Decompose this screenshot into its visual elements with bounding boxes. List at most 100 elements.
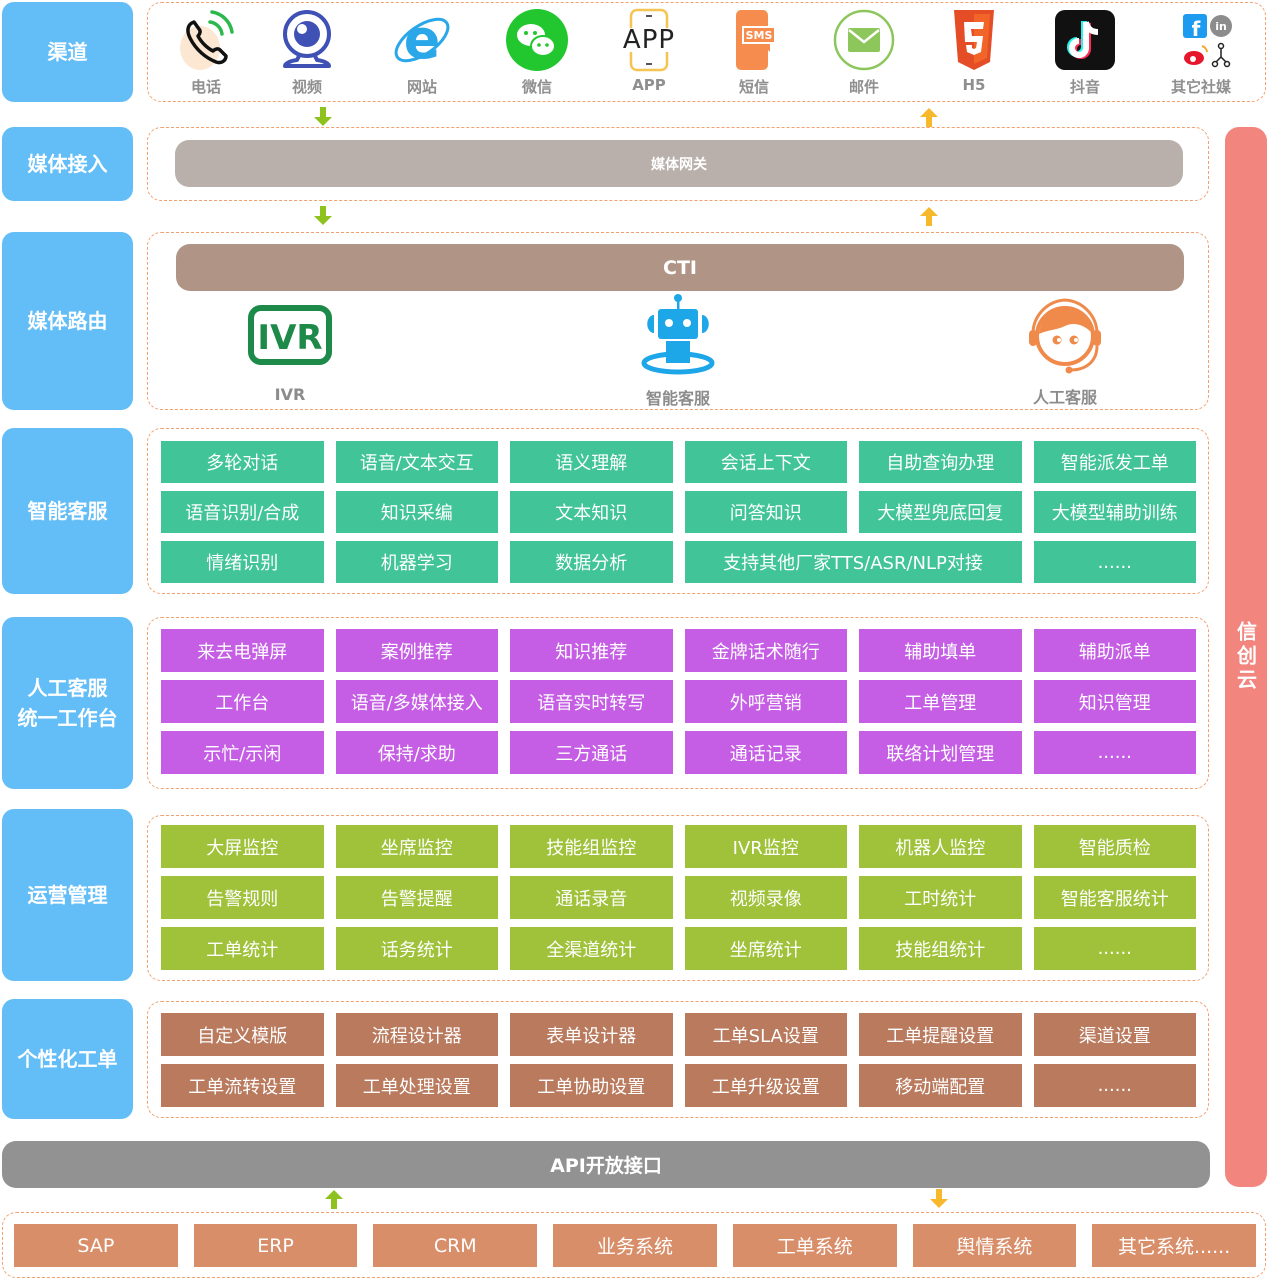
feature-cell: 保持/求助 (335, 731, 498, 774)
external-system-cell: 舆情系统 (912, 1224, 1077, 1267)
feature-cell: 工单提醒设置 (859, 1013, 1022, 1056)
feature-cell: 告警规则 (161, 876, 324, 919)
layer-label-media-routing: 媒体路由 (2, 232, 133, 410)
html5-icon (942, 8, 1006, 72)
channel-sms[interactable]: SMS 短信 (709, 8, 799, 100)
feature-cell: 数据分析 (510, 541, 673, 583)
channel-website[interactable]: e 网站 (377, 8, 467, 100)
sms-icon: SMS (722, 8, 786, 72)
channel-phone[interactable]: 电话 (161, 8, 251, 100)
channel-douyin[interactable]: 抖音 (1040, 8, 1130, 100)
svg-text:e: e (404, 8, 441, 71)
feature-cell: 工单SLA设置 (684, 1013, 847, 1056)
cti-bar: CTI (176, 244, 1184, 291)
app-icon-text: APP (622, 25, 676, 55)
layer-label-agent-workbench: 人工客服 统一工作台 (2, 617, 133, 789)
external-system-cell: 业务系统 (553, 1224, 717, 1267)
feature-cell-more: ...... (1033, 541, 1196, 583)
feature-cell-more: ...... (1033, 1064, 1196, 1107)
feature-cell: 工单升级设置 (684, 1064, 847, 1107)
feature-cell: 大模型辅助训练 (1033, 491, 1196, 533)
feature-cell: 语音/文本交互 (335, 441, 498, 483)
arrow-up-icon (325, 1190, 343, 1209)
feature-cell: 支持其他厂家TTS/ASR/NLP对接 (684, 541, 1022, 583)
custom-ticket-grid: 自定义模版 流程设计器 表单设计器 工单SLA设置 工单提醒设置 渠道设置 工单… (161, 1013, 1196, 1107)
feature-cell: 文本知识 (510, 491, 673, 533)
feature-cell: 智能派发工单 (1033, 441, 1196, 483)
feature-cell: 辅助填单 (859, 629, 1022, 672)
feature-cell: 通话记录 (684, 731, 847, 774)
routing-label: 智能客服 (645, 389, 710, 408)
feature-cell: 问答知识 (684, 491, 847, 533)
external-system-cell: ERP (193, 1224, 358, 1267)
feature-cell: 工作台 (161, 680, 324, 723)
feature-cell: 外呼营销 (684, 680, 847, 723)
feature-cell: 机器人监控 (859, 825, 1022, 868)
feature-cell: 联络计划管理 (859, 731, 1022, 774)
feature-cell: 流程设计器 (335, 1013, 498, 1056)
feature-cell-more: ...... (1033, 927, 1196, 970)
mail-icon (832, 8, 896, 72)
channel-container (147, 2, 1266, 102)
robot-icon (641, 294, 715, 375)
layer-label-channel: 渠道 (2, 2, 133, 102)
layer-label-operations: 运营管理 (2, 809, 133, 981)
svg-text:IVR: IVR (257, 318, 322, 358)
media-gateway-bar: 媒体网关 (175, 140, 1183, 187)
routing-smart-service[interactable]: 智能客服 (628, 293, 728, 409)
channel-label: 其它社媒 (1170, 78, 1231, 96)
external-systems-row: SAP ERP CRM 业务系统 工单系统 舆情系统 其它系统...... (14, 1224, 1256, 1267)
feature-cell: 工单流转设置 (161, 1064, 324, 1107)
feature-cell: 语音/多媒体接入 (335, 680, 498, 723)
channel-video[interactable]: 视频 (262, 8, 352, 100)
arrow-down-icon (930, 1189, 948, 1208)
feature-cell: 技能组统计 (859, 927, 1022, 970)
api-bar: API开放接口 (2, 1141, 1210, 1188)
sms-icon-text: SMS (745, 28, 773, 42)
channel-label: 电话 (190, 78, 221, 96)
feature-cell: 辅助派单 (1033, 629, 1196, 672)
feature-cell: 智能客服统计 (1033, 876, 1196, 919)
routing-label: 人工客服 (1032, 388, 1097, 407)
feature-cell: 自助查询办理 (859, 441, 1022, 483)
channel-email[interactable]: 邮件 (819, 8, 909, 100)
channel-other-social[interactable]: f in 其它社媒 (1156, 8, 1246, 100)
channel-wechat[interactable]: 微信 (492, 8, 582, 100)
feature-cell: 多轮对话 (161, 441, 324, 483)
channel-label: 网站 (406, 78, 437, 96)
feature-cell: 示忙/示闲 (161, 731, 324, 774)
agent-headset-icon (1029, 298, 1101, 374)
feature-cell: 案例推荐 (335, 629, 498, 672)
feature-cell: 三方通话 (510, 731, 673, 774)
feature-cell: 金牌话术随行 (684, 629, 847, 672)
feature-cell: 情绪识别 (161, 541, 324, 583)
feature-cell: 视频录像 (684, 876, 847, 919)
app-icon: APP (617, 8, 681, 72)
wechat-icon (505, 8, 569, 72)
external-system-cell: 其它系统...... (1092, 1224, 1256, 1267)
smart-service-container (147, 428, 1209, 594)
routing-ivr[interactable]: IVR IVR (245, 305, 335, 404)
arrow-up-icon (920, 108, 938, 127)
feature-cell: 工单处理设置 (335, 1064, 498, 1107)
channel-app[interactable]: APP APP (604, 8, 694, 100)
external-system-cell: 工单系统 (732, 1224, 897, 1267)
operations-container (147, 815, 1209, 981)
svg-text:f: f (1192, 17, 1201, 41)
feature-cell: 通话录音 (510, 876, 673, 919)
routing-human-agent[interactable]: 人工客服 (1015, 296, 1115, 408)
feature-cell: 工单协助设置 (510, 1064, 673, 1107)
external-system-cell: CRM (373, 1224, 538, 1267)
feature-cell: 自定义模版 (161, 1013, 324, 1056)
channel-label: APP (632, 76, 666, 94)
svg-text:in: in (1215, 20, 1227, 33)
feature-cell: 工单管理 (859, 680, 1022, 723)
media-access-container (147, 127, 1209, 201)
feature-cell: 知识推荐 (510, 629, 673, 672)
browser-ie-icon: e (390, 8, 454, 72)
smart-service-grid: 多轮对话 语音/文本交互 语义理解 会话上下文 自助查询办理 智能派发工单 语音… (161, 441, 1196, 583)
channel-h5[interactable]: H5 (929, 8, 1019, 100)
layer-label-custom-ticket: 个性化工单 (2, 999, 133, 1119)
workbench-grid: 来去电弹屏 案例推荐 知识推荐 金牌话术随行 辅助填单 辅助派单 工作台 语音/… (161, 629, 1196, 774)
feature-cell: 来去电弹屏 (161, 629, 324, 672)
